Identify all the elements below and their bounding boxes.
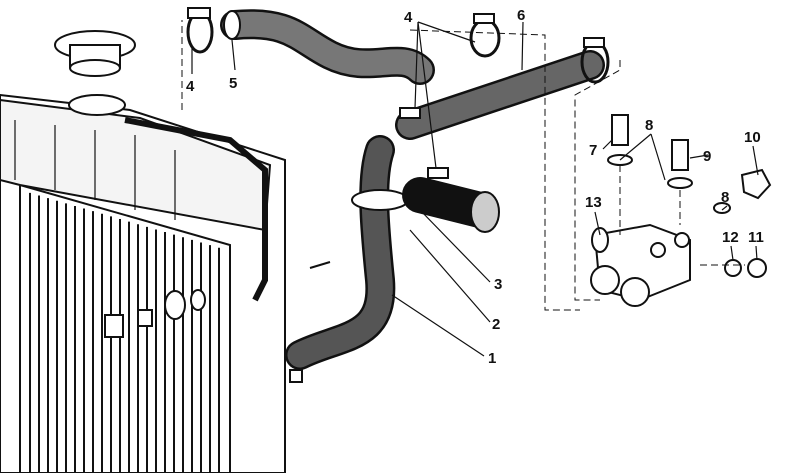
callout-4-clamps: 4 <box>404 9 413 26</box>
callout-12-gasket: 12 <box>722 229 739 246</box>
hose-upper <box>220 9 435 85</box>
assembly-lines <box>181 20 745 311</box>
callout-10-switch: 10 <box>744 129 761 146</box>
sensors <box>607 114 772 278</box>
callout-1-hose: 1 <box>488 350 496 367</box>
radiator-cap <box>54 30 136 116</box>
hose-6 <box>395 50 605 140</box>
hose-3 <box>402 177 500 233</box>
callout-13-housing: 13 <box>585 194 602 211</box>
callout-6-hose: 6 <box>517 7 525 24</box>
radiator <box>0 93 286 473</box>
callout-8-washer: 8 <box>645 117 653 134</box>
callout-11-nut: 11 <box>748 229 764 246</box>
overflow-tube <box>124 117 268 302</box>
mounting-hardware <box>104 261 331 338</box>
hose-clamps <box>186 7 610 383</box>
callout-8-washer-2: 8 <box>721 189 729 206</box>
thermostat-housing <box>590 223 691 307</box>
leader-lines <box>191 21 759 357</box>
callout-5-hose: 5 <box>229 75 237 92</box>
callout-7-sensor: 7 <box>589 142 597 159</box>
callout-2-ring: 2 <box>492 316 500 333</box>
callout-4-clamp: 4 <box>186 78 195 95</box>
callout-3-hose: 3 <box>494 276 502 293</box>
hose-lower <box>285 135 409 370</box>
callout-9-sensor: 9 <box>703 148 711 165</box>
